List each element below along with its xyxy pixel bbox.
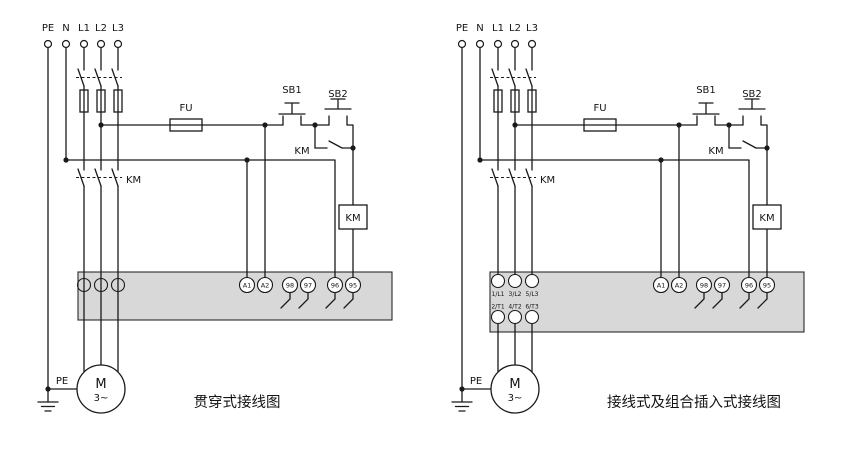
line-terminal-label-1l1: 1/L1 — [492, 291, 505, 298]
fuse-l2 — [510, 89, 520, 113]
supply-label-l2: L2 — [509, 23, 521, 34]
right-km-aux-label: KM — [708, 146, 723, 157]
terminal-label-96: 96 — [331, 282, 339, 290]
right-wires — [461, 46, 768, 403]
left-through-terminals — [76, 277, 126, 293]
left-sb2-label: SB2 — [328, 89, 348, 100]
supply-label-l3: L3 — [112, 23, 124, 34]
line-terminal-label-5l3: 5/L3 — [526, 291, 539, 298]
left-caption: 贯穿式接线图 — [194, 394, 281, 411]
supply-circle-l2 — [96, 39, 106, 49]
left-junction-dots — [45, 122, 356, 392]
terminal-label-a2: A2 — [261, 282, 270, 290]
terminal-label-98: 98 — [286, 282, 294, 290]
supply-label-l1: L1 — [492, 23, 504, 34]
left-internal-contacts — [280, 291, 354, 309]
right-pe-label: PE — [470, 376, 482, 387]
supply-label-l3: L3 — [526, 23, 538, 34]
line-terminal-label-3l2: 3/L2 — [509, 291, 522, 298]
fuse-l3 — [113, 89, 123, 113]
right-motor: M 3~ — [490, 364, 540, 414]
right-junction-dots — [459, 122, 770, 392]
left-km-main-label: KM — [126, 175, 141, 186]
right-km-main-label: KM — [540, 175, 555, 186]
supply-label-l1: L1 — [78, 23, 90, 34]
supply-circle-l2 — [510, 39, 520, 49]
right-internal-contacts — [694, 291, 768, 309]
supply-circle-pe — [457, 39, 467, 49]
terminal-label-95: 95 — [349, 282, 357, 290]
fuse-l2 — [96, 89, 106, 113]
terminal-label-96: 96 — [745, 282, 753, 290]
motor-letter: M — [509, 377, 520, 392]
left-pushbuttons — [278, 98, 352, 149]
fuse-l3 — [527, 89, 537, 113]
supply-circle-l1 — [493, 39, 503, 49]
right-line-terminals: 1/L1 3/L2 5/L3 — [490, 273, 540, 298]
right-load-terminals: 2/T1 4/T2 6/T3 — [490, 304, 540, 325]
supply-label-pe: PE — [42, 23, 54, 34]
fuse-l1 — [493, 89, 503, 113]
terminal-label-95: 95 — [763, 282, 771, 290]
fuse-l1 — [79, 89, 89, 113]
supply-label-pe: PE — [456, 23, 468, 34]
supply-circle-pe — [43, 39, 53, 49]
left-km-coil-label: KM — [345, 213, 360, 224]
right-ground-symbol — [451, 401, 473, 412]
motor-phase: 3~ — [508, 393, 523, 404]
right-fu-label: FU — [593, 103, 606, 114]
motor-phase: 3~ — [94, 393, 109, 404]
motor-circle — [76, 364, 126, 414]
left-km-aux-label: KM — [294, 146, 309, 157]
left-supply-terminals: PE N L1 L2 L3 — [42, 23, 124, 49]
supply-circle-n — [475, 39, 485, 49]
right-supply-terminals: PE N L1 L2 L3 — [456, 23, 538, 49]
left-pe-label: PE — [56, 376, 68, 387]
supply-label-n: N — [62, 23, 69, 34]
supply-label-n: N — [476, 23, 483, 34]
left-diagram: PE N L1 L2 L3 A1 A2 98 97 96 95 M 3~ F — [37, 23, 393, 414]
right-control-fuse — [583, 118, 617, 132]
right-device-terminal-circles: A1 A2 98 97 96 95 — [652, 276, 776, 294]
left-ground-symbol — [37, 401, 59, 412]
supply-label-l2: L2 — [95, 23, 107, 34]
right-sb2-label: SB2 — [742, 89, 762, 100]
left-fu-label: FU — [179, 103, 192, 114]
left-motor: M 3~ — [76, 364, 126, 414]
left-sb1-label: SB1 — [282, 85, 302, 96]
load-terminal-label-2t1: 2/T1 — [491, 304, 505, 311]
left-device-block — [77, 271, 393, 321]
right-km-coil-label: KM — [759, 213, 774, 224]
load-terminal-label-6t3: 6/T3 — [525, 304, 539, 311]
terminal-label-a1: A1 — [657, 282, 666, 290]
terminal-label-98: 98 — [700, 282, 708, 290]
right-km-coil-box — [752, 204, 782, 230]
terminal-label-97: 97 — [718, 282, 726, 290]
terminal-label-a2: A2 — [675, 282, 684, 290]
left-km-coil-box — [338, 204, 368, 230]
right-diagram: PE N L1 L2 L3 1/L1 3/L2 5/L3 2/T1 4/T2 6… — [451, 23, 805, 414]
right-main-fuses — [493, 89, 537, 113]
terminal-label-a1: A1 — [243, 282, 252, 290]
supply-circle-l3 — [527, 39, 537, 49]
left-wires — [47, 46, 354, 403]
supply-circle-n — [61, 39, 71, 49]
right-pushbuttons — [692, 98, 766, 149]
left-linkage-dashes — [76, 77, 122, 178]
terminal-label-97: 97 — [304, 282, 312, 290]
motor-circle — [490, 364, 540, 414]
left-main-fuses — [79, 89, 123, 113]
load-terminal-label-4t2: 4/T2 — [508, 304, 522, 311]
supply-circle-l3 — [113, 39, 123, 49]
right-sb1-label: SB1 — [696, 85, 716, 96]
supply-circle-l1 — [79, 39, 89, 49]
right-linkage-dashes — [490, 77, 536, 178]
right-caption: 接线式及组合插入式接线图 — [607, 394, 781, 411]
left-control-fuse — [169, 118, 203, 132]
motor-letter: M — [95, 377, 106, 392]
